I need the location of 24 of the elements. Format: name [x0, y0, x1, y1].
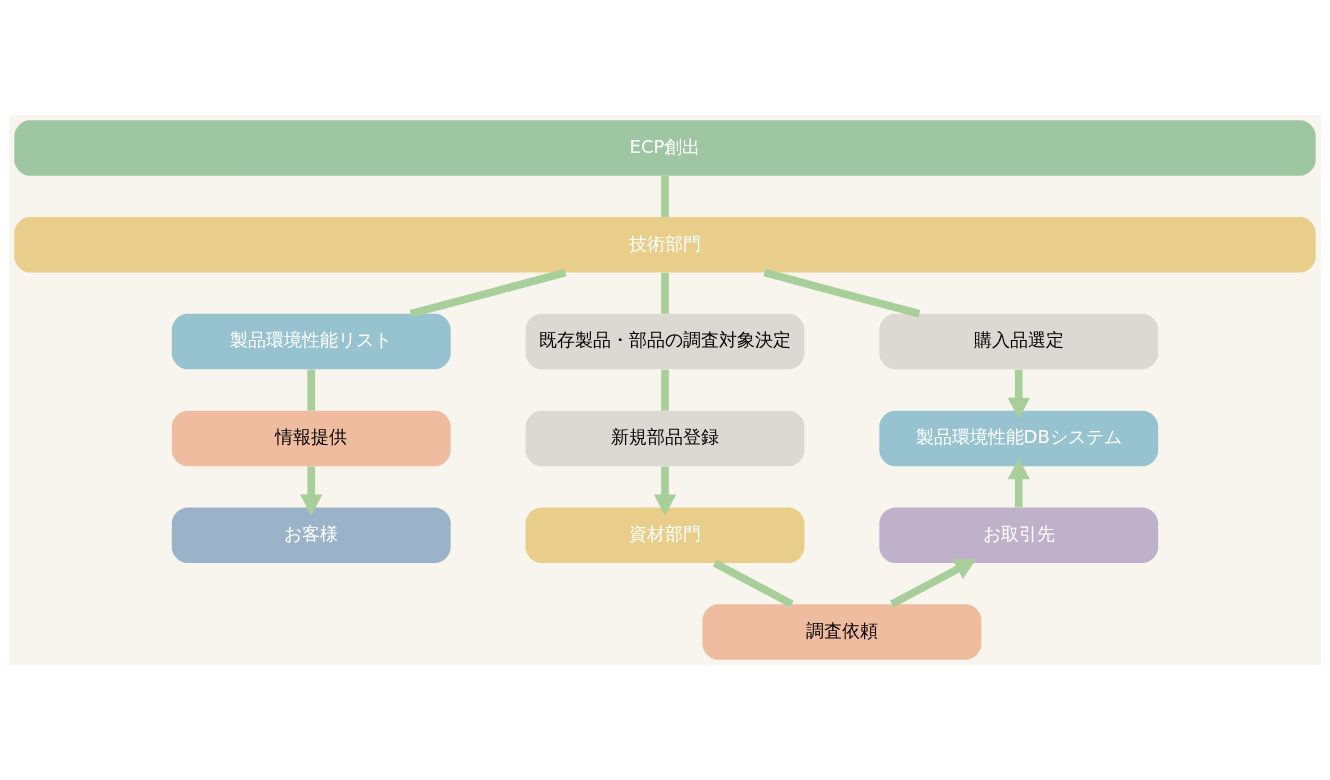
- arrow: [300, 466, 323, 516]
- node-box: 調査依頼: [702, 604, 982, 660]
- arrow: [1007, 458, 1030, 508]
- connector: [409, 268, 567, 318]
- node-box: 製品環境性能リスト: [171, 313, 451, 370]
- node-box: ECP創出: [14, 120, 1316, 176]
- arrow: [890, 559, 977, 608]
- connector: [661, 272, 669, 314]
- node-box: お客様: [171, 507, 451, 563]
- arrow: [653, 466, 677, 516]
- node-box: 技術部門: [14, 217, 1316, 273]
- connector: [712, 559, 794, 608]
- node-box: 資材部門: [525, 507, 805, 563]
- connector: [763, 268, 921, 318]
- connector: [661, 175, 669, 217]
- arrow: [1007, 369, 1030, 419]
- node-box: 既存製品・部品の調査対象決定: [525, 313, 805, 370]
- node-box: 情報提供: [171, 410, 451, 467]
- connector: [661, 369, 669, 411]
- connector: [307, 369, 316, 411]
- node-box: お取引先: [879, 507, 1159, 563]
- node-box: 製品環境性能DBシステム: [879, 410, 1159, 467]
- node-box: 購入品選定: [879, 313, 1159, 370]
- node-box: 新規部品登録: [525, 410, 805, 467]
